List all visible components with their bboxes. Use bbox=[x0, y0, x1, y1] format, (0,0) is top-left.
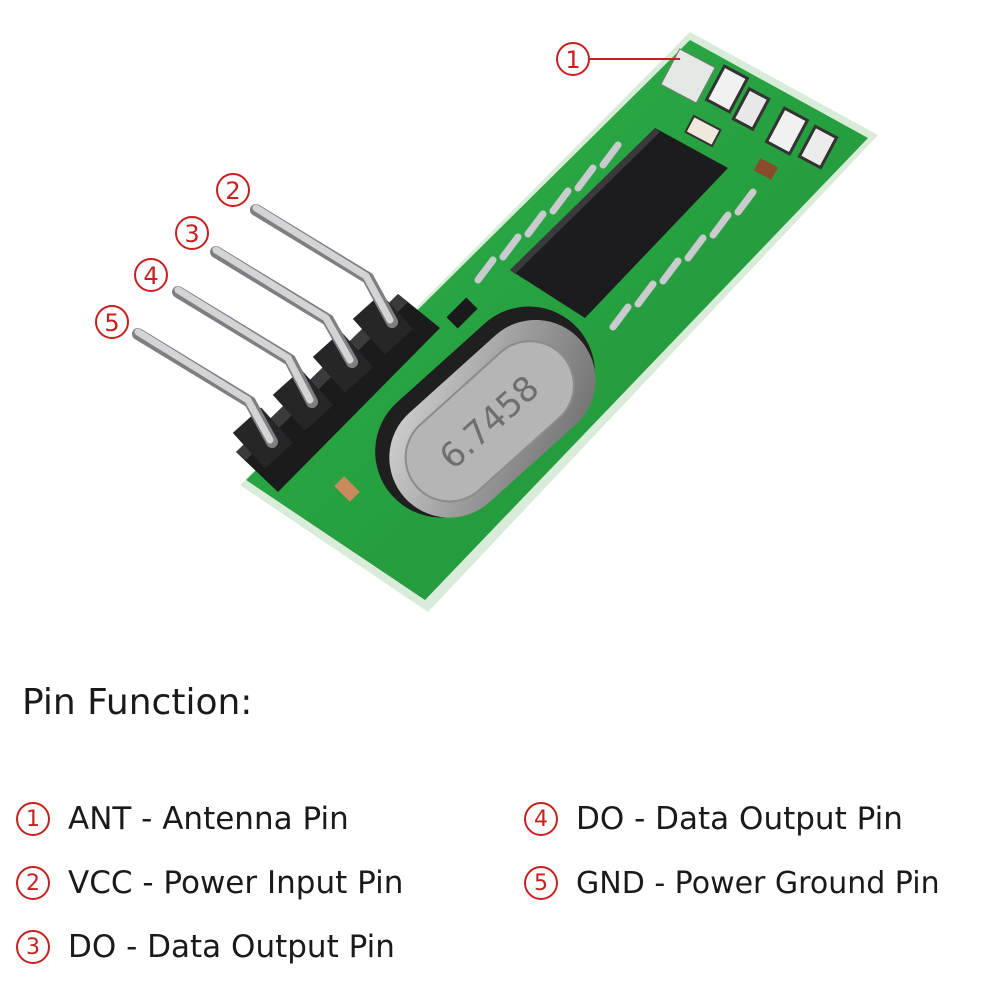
callout-4-circle-icon bbox=[134, 258, 168, 292]
pin-function-text-1: ANT - Antenna Pin bbox=[68, 801, 349, 837]
circled-number-5-icon: 5 bbox=[524, 866, 558, 900]
header-pins bbox=[132, 204, 398, 448]
pin-header bbox=[232, 293, 440, 492]
circled-number-2-icon: 2 bbox=[16, 866, 50, 900]
callout-5-number: 5 bbox=[104, 309, 119, 337]
rf-receiver-module-illustration: 6.7458 1 2 3 bbox=[95, 32, 878, 612]
ic-chip bbox=[474, 128, 757, 331]
circled-number-1-icon: 1 bbox=[16, 802, 50, 836]
circled-number-3-icon: 3 bbox=[16, 930, 50, 964]
callout-3-circle-icon bbox=[175, 216, 209, 250]
callout-3: 3 bbox=[175, 216, 209, 250]
callout-1-number: 1 bbox=[565, 46, 580, 74]
callout-5: 5 bbox=[95, 305, 129, 339]
pin-function-text-2: VCC - Power Input Pin bbox=[68, 865, 404, 901]
pin-function-heading: Pin Function: bbox=[22, 682, 253, 723]
callout-2-number: 2 bbox=[225, 177, 240, 205]
pin-function-item-2: 2 VCC - Power Input Pin bbox=[16, 861, 403, 905]
pin-function-text-5: GND - Power Ground Pin bbox=[576, 865, 940, 901]
pin-function-item-1: 1 ANT - Antenna Pin bbox=[16, 797, 349, 841]
pin-function-item-3: 3 DO - Data Output Pin bbox=[16, 925, 395, 969]
callout-5-circle-icon bbox=[95, 305, 129, 339]
pin-function-text-4: DO - Data Output Pin bbox=[576, 801, 903, 837]
callout-4-number: 4 bbox=[143, 262, 158, 290]
callout-2-circle-icon bbox=[216, 173, 250, 207]
pin-function-item-4: 4 DO - Data Output Pin bbox=[524, 797, 903, 841]
smd-components bbox=[334, 48, 839, 502]
callout-2: 2 bbox=[216, 173, 250, 207]
callout-4: 4 bbox=[134, 258, 168, 292]
pin-function-text-3: DO - Data Output Pin bbox=[68, 929, 395, 965]
callout-1: 1 bbox=[556, 42, 680, 76]
circled-number-4-icon: 4 bbox=[524, 802, 558, 836]
pin-function-item-5: 5 GND - Power Ground Pin bbox=[524, 861, 940, 905]
callout-3-number: 3 bbox=[184, 220, 199, 248]
crystal-oscillator: 6.7458 bbox=[375, 306, 596, 518]
